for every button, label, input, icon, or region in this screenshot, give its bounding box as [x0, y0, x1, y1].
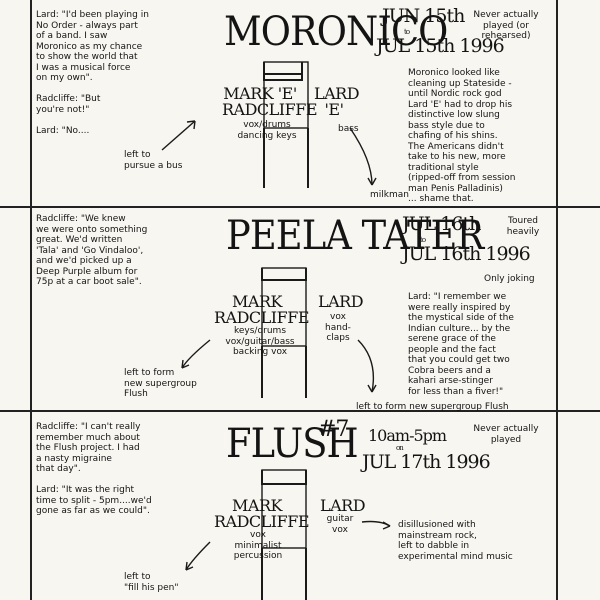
block1-date-sep: to [404, 28, 410, 36]
block3-member1-name: MARK RADCLIFFE [214, 496, 310, 531]
block1-status: Never actually played (or rehearsed) [473, 10, 539, 41]
block3-status: Never actually played [473, 424, 539, 445]
block1-date-from: JUN 15th [382, 5, 465, 27]
block1-right-text: Moronico looked like cleaning up Statesi… [408, 68, 516, 204]
right-border-line [556, 0, 558, 600]
block3-date-from: 10am-5pm [368, 426, 447, 445]
block2-member2-name: LARD [318, 292, 364, 311]
block2-date-to: JUL 16th 1996 [402, 243, 531, 265]
block2-band-title: PEELA TATER [226, 213, 484, 259]
block3-band-title: FLUSH [226, 421, 359, 467]
block1-member2-role: bass [338, 124, 359, 134]
block3-date-sep: on [396, 444, 404, 452]
section-divider [0, 410, 600, 412]
left-border-line [30, 0, 32, 600]
block1-member1-exit: left to pursue a bus [124, 150, 183, 171]
block2-member1-exit: left to form new supergroup Flush [124, 368, 197, 399]
block1-band-title: MORONICO [224, 9, 448, 55]
block2-member2-exit: left to form new supergroup Flush [356, 402, 509, 412]
block1-member1-role: vox/drums dancing keys [237, 120, 297, 141]
block1-member2-name: LARD 'E' [314, 84, 360, 119]
block2-date-from: JUL 16th [402, 213, 481, 235]
block3-member2-name: LARD [320, 496, 366, 515]
block3-date-to: JUL 17th 1996 [362, 451, 491, 473]
block2-status-joke: Only joking [484, 274, 535, 284]
block3-member2-role: guitar vox [326, 514, 354, 535]
block3-band-number: #7 [318, 417, 349, 442]
block2-left-quote: Radcliffe: "We knew we were onto somethi… [36, 214, 148, 287]
block3-member1-exit: left to "fill his pen" [124, 572, 179, 593]
block2-member1-role: keys/drums vox/guitar/bass backing vox [225, 326, 295, 357]
block2-member2-role: vox hand- claps [325, 312, 351, 343]
block2-status: Toured heavily [506, 216, 540, 237]
block2-date-sep: to [420, 236, 426, 244]
block2-right-text: Lard: "I remember we were really inspire… [408, 292, 514, 397]
block3-member1-role: vox minimalist percussion [233, 530, 283, 561]
block1-date-to: JUL 15th 1996 [376, 35, 505, 57]
block1-member1-name: MARK 'E' RADCLIFFE [222, 84, 318, 119]
block2-member1-name: MARK RADCLIFFE [214, 292, 310, 327]
block3-member2-exit: disillusioned with mainstream rock, left… [398, 520, 513, 562]
block1-left-quote: Lard: "I'd been playing in No Order - al… [36, 10, 149, 136]
section-divider [0, 206, 600, 208]
block3-left-quote: Radcliffe: "I can't really remember much… [36, 422, 152, 516]
block1-member2-exit: milkman [370, 190, 409, 200]
